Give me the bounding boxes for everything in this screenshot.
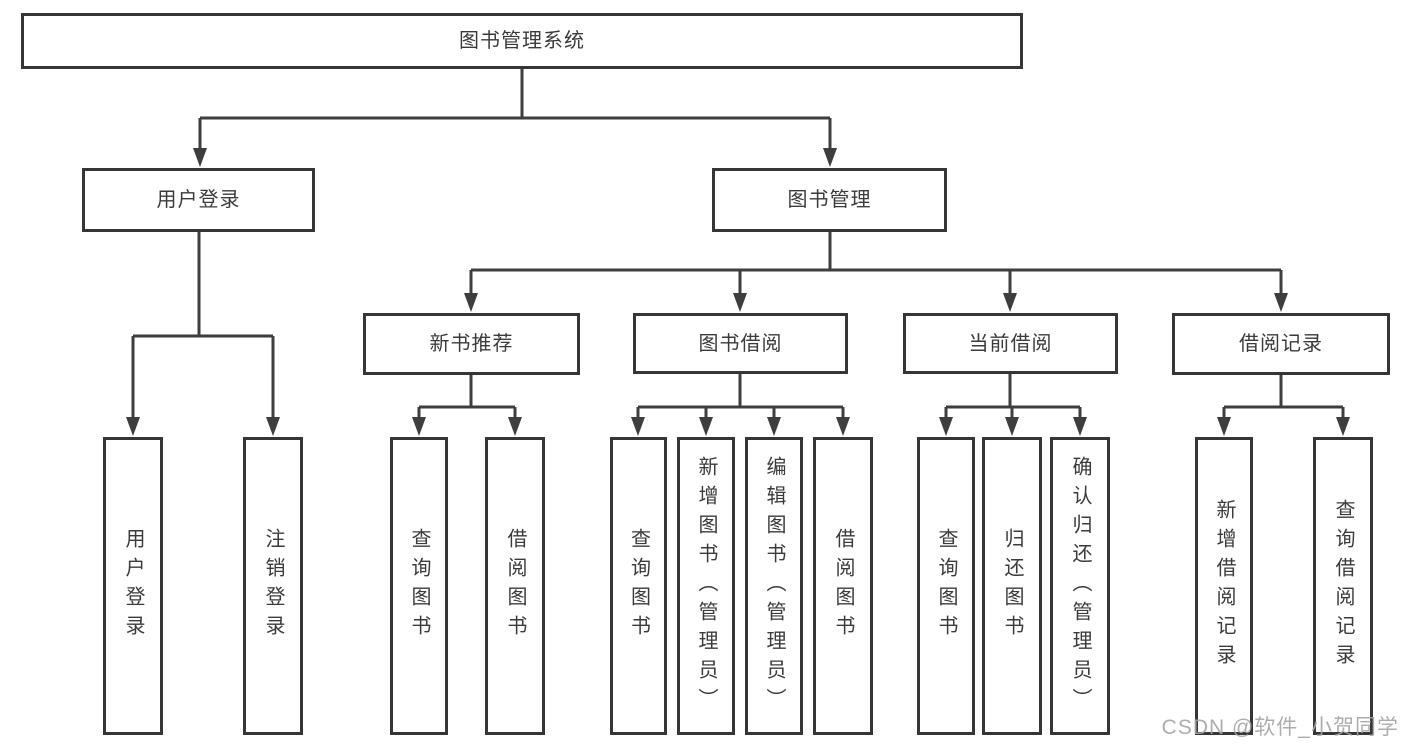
node-leaf-logout: 注销登录: [243, 437, 303, 735]
node-leaf-borrow-books-1: 借阅图书: [485, 437, 545, 735]
node-leaf-confirm-return-admin: 确认归还（管理员）: [1050, 437, 1110, 735]
node-leaf-query-books-3: 查询图书: [917, 437, 975, 735]
node-book-management: 图书管理: [712, 168, 947, 232]
csdn-watermark: CSDN @软件_小贺同学: [1161, 716, 1399, 739]
node-leaf-query-borrow-record: 查询借阅记录: [1313, 437, 1373, 735]
node-new-book-recommendation: 新书推荐: [363, 313, 580, 375]
node-leaf-add-borrow-record: 新增借阅记录: [1195, 437, 1253, 735]
node-leaf-borrow-books-2: 借阅图书: [813, 437, 873, 735]
node-book-borrowing: 图书借阅: [633, 313, 848, 374]
node-leaf-query-books-1: 查询图书: [390, 437, 448, 735]
node-leaf-return-book: 归还图书: [982, 437, 1042, 735]
node-library-management-system: 图书管理系统: [21, 13, 1023, 69]
node-leaf-query-books-2: 查询图书: [610, 437, 667, 735]
node-borrowing-records: 借阅记录: [1172, 313, 1390, 375]
node-leaf-edit-book-admin: 编辑图书（管理员）: [745, 437, 803, 735]
node-leaf-user-login: 用户登录: [103, 437, 163, 735]
node-current-borrowing: 当前借阅: [903, 313, 1118, 374]
node-leaf-add-book-admin: 新增图书（管理员）: [677, 437, 735, 735]
node-user-login: 用户登录: [82, 168, 315, 232]
